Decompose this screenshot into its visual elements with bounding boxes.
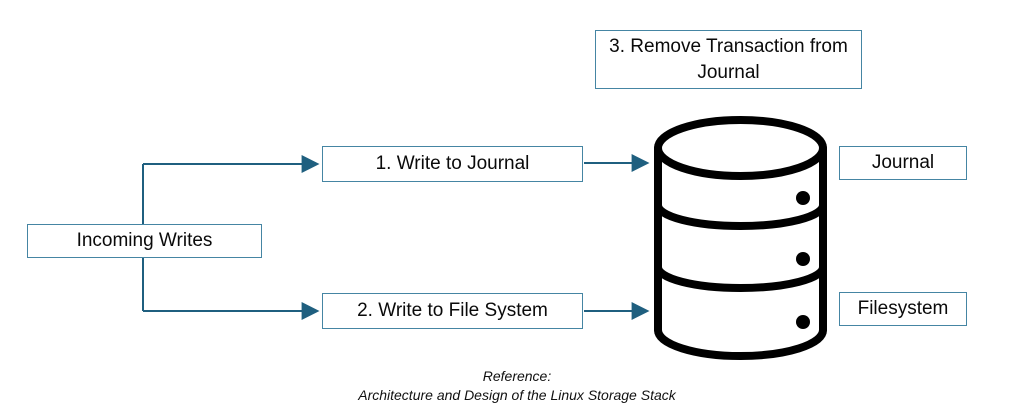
reference-line2: Architecture and Design of the Linux Sto… <box>358 387 676 404</box>
cylinder-dot-3 <box>796 315 810 329</box>
node-remove-transaction: 3. Remove Transaction from Journal <box>595 30 862 89</box>
reference-line1: Reference: <box>482 368 552 384</box>
database-cylinder-icon <box>654 116 827 360</box>
cylinder-separator-2 <box>654 263 827 292</box>
cylinder-dot-2 <box>796 252 810 266</box>
reference-caption: Reference: Architecture and Design of th… <box>267 367 767 406</box>
cylinder-separator-1 <box>654 201 827 230</box>
label-filesystem: Filesystem <box>839 292 967 326</box>
node-write-to-journal: 1. Write to Journal <box>322 146 583 182</box>
label-journal: Journal <box>839 146 967 180</box>
node-incoming-writes: Incoming Writes <box>27 224 262 258</box>
cylinder-body-fill <box>658 120 823 357</box>
cylinder-dot-1 <box>796 191 810 205</box>
cylinder-top-ellipse <box>654 116 827 180</box>
cylinder-bottom-arc <box>654 326 827 360</box>
node-write-to-file-system: 2. Write to File System <box>322 293 583 329</box>
